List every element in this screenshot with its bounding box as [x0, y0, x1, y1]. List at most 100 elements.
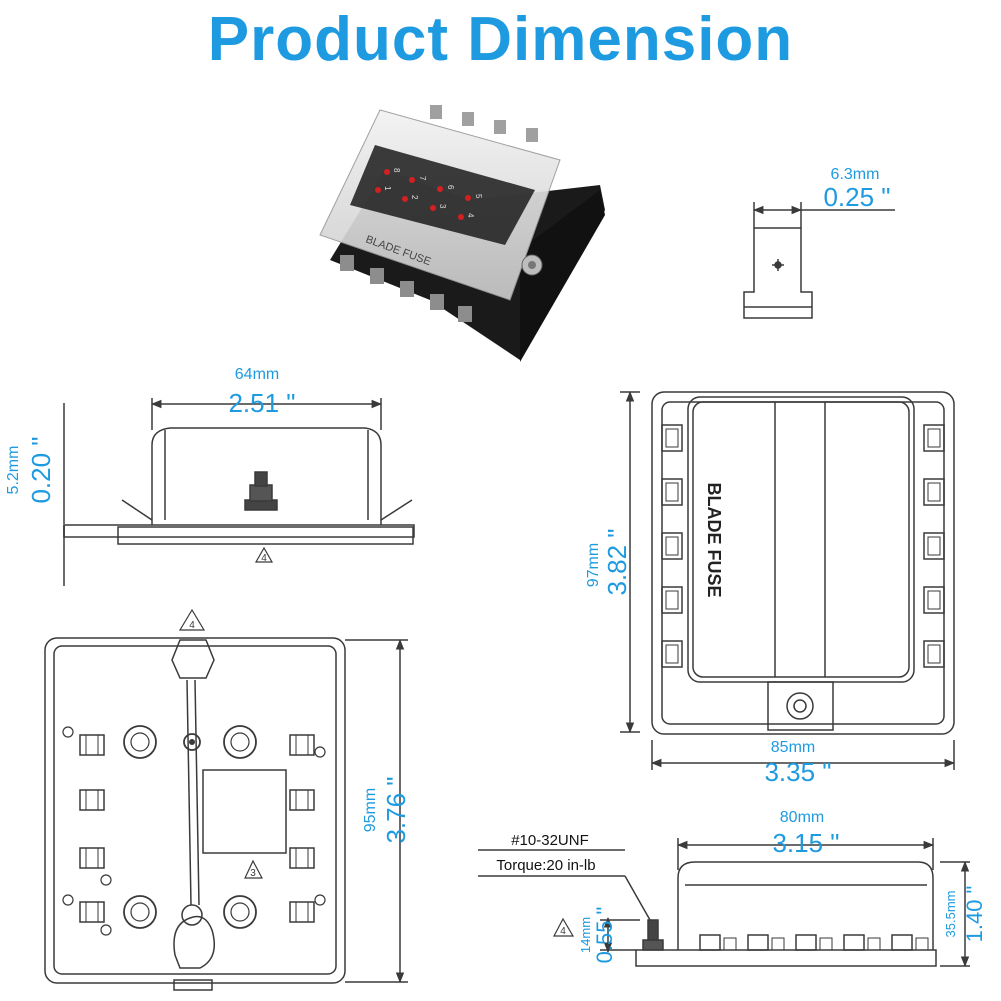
cover-width-mm: 64mm	[235, 366, 279, 383]
side-terminal-small	[771, 937, 785, 951]
cover-width-in: 2.51 "	[228, 388, 295, 418]
side-marker-4b: 4	[560, 926, 566, 937]
terminal-right-inner	[927, 644, 941, 664]
fuse-number-7: 7	[418, 176, 427, 181]
side-terminal-small	[819, 937, 833, 951]
width-mm: 85mm	[771, 739, 815, 756]
total-height-mm: 35.5mm	[943, 891, 958, 938]
top-view-terminals	[661, 424, 945, 668]
fuse-number-2: 2	[410, 195, 419, 200]
fuse-slots-photo	[375, 169, 471, 220]
terminal-width-mm: 6.3mm	[831, 166, 880, 183]
terminal-left	[661, 532, 683, 560]
torque-spec: Torque:20 in-lb	[496, 857, 595, 874]
center-hole-dot	[189, 739, 195, 745]
terminal-left-inner	[665, 428, 679, 448]
side-terminal-small	[915, 937, 929, 951]
mounting-hole-inner	[130, 902, 150, 922]
stud-height-mm: 14mm	[578, 917, 593, 953]
small-hole	[62, 894, 74, 906]
terminal-detail-view	[743, 202, 895, 319]
small-hole	[314, 746, 326, 758]
terminal-right	[923, 586, 945, 614]
side-terminal	[747, 934, 769, 951]
bottom-view	[44, 608, 408, 991]
side-marker-4: 4	[261, 553, 267, 564]
top-view	[620, 390, 956, 770]
fuse-number-1: 1	[383, 186, 392, 191]
side-terminal	[795, 934, 817, 951]
fuse-number-4: 4	[466, 213, 475, 218]
fuse-number-6: 6	[446, 185, 455, 190]
terminal-slot	[79, 789, 105, 811]
terminal-right	[923, 640, 945, 668]
side-width-in: 3.15 "	[772, 828, 839, 858]
side-terminal	[699, 934, 721, 951]
mounting-hole	[223, 725, 257, 759]
terminal-left	[661, 424, 683, 452]
side-view	[63, 398, 415, 586]
bottom-view-mounting-details	[62, 725, 326, 936]
terminal-right-inner	[927, 536, 941, 556]
terminal-width-in: 0.25 "	[823, 182, 890, 212]
mounting-hole	[123, 895, 157, 929]
terminal-slot	[289, 734, 315, 756]
side-elevation-view	[478, 838, 970, 968]
side-terminals-photo	[340, 105, 538, 322]
terminal-slot	[79, 901, 105, 923]
fuse-number-labels: 8 7 6 5 1 2 3 4	[383, 168, 483, 218]
terminal-right-inner	[927, 482, 941, 502]
center-hole	[183, 733, 201, 751]
terminal-right	[923, 478, 945, 506]
terminal-left	[661, 640, 683, 668]
bottom-marker-3: 3	[250, 868, 256, 879]
base-height-in: 3.76 "	[381, 776, 411, 843]
base-height-mm: 95mm	[362, 788, 379, 832]
fuse-number-5: 5	[474, 194, 483, 199]
small-hole	[100, 874, 112, 886]
terminal-left-inner	[665, 482, 679, 502]
terminal-left-inner	[665, 536, 679, 556]
terminal-slot	[289, 789, 315, 811]
small-hole	[314, 894, 326, 906]
total-height-in: 1.40 "	[962, 886, 987, 943]
side-terminal	[891, 934, 913, 951]
width-in: 3.35 "	[764, 757, 831, 787]
page-title: Product Dimension	[207, 5, 794, 74]
terminal-right-inner	[927, 428, 941, 448]
bottom-marker-4: 4	[189, 620, 195, 631]
terminal-left-inner	[665, 590, 679, 610]
stud-height-in: 0.55 "	[592, 907, 617, 964]
mounting-hole	[223, 895, 257, 929]
small-hole	[100, 924, 112, 936]
terminal-slot	[289, 901, 315, 923]
base-thickness-mm: 5.2mm	[5, 446, 22, 495]
side-width-mm: 80mm	[780, 809, 824, 826]
length-mm: 97mm	[585, 543, 602, 587]
terminal-right-inner	[927, 590, 941, 610]
top-view-blade-fuse-label: BLADE FUSE	[704, 482, 724, 597]
small-hole	[62, 726, 74, 738]
thread-spec: #10-32UNF	[511, 832, 589, 849]
mounting-hole-inner	[230, 902, 250, 922]
terminal-slot	[79, 847, 105, 869]
side-elevation-terminals	[699, 934, 929, 951]
terminal-right	[923, 424, 945, 452]
terminal-slot	[289, 847, 315, 869]
base-thickness-in: 0.20 "	[26, 436, 56, 503]
mounting-hole	[123, 725, 157, 759]
length-in: 3.82 "	[602, 528, 632, 595]
terminal-slot	[79, 734, 105, 756]
side-terminal-small	[867, 937, 881, 951]
mounting-hole-inner	[230, 732, 250, 752]
terminal-left-inner	[665, 644, 679, 664]
fuse-number-3: 3	[438, 204, 447, 209]
mounting-hole-inner	[130, 732, 150, 752]
side-terminal-small	[723, 937, 737, 951]
side-terminal	[843, 934, 865, 951]
fuse-number-8: 8	[392, 168, 401, 173]
terminal-right	[923, 532, 945, 560]
